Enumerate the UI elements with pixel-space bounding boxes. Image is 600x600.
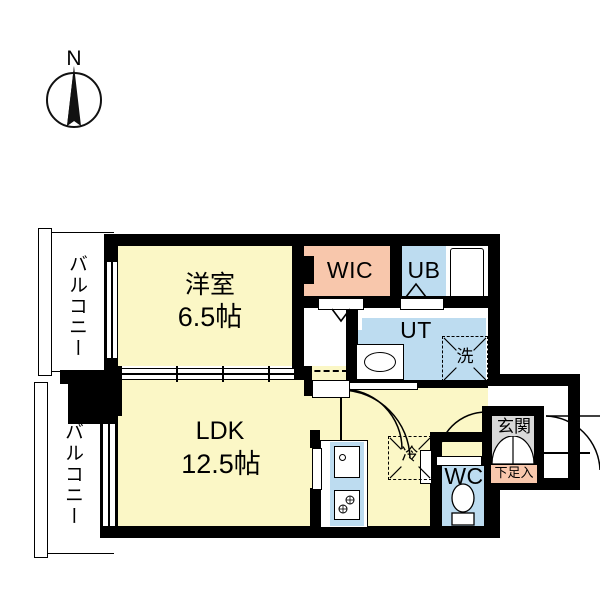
ut-label: UT	[400, 317, 432, 343]
partition-mullion-2	[222, 366, 224, 382]
balcony-north-floor	[52, 232, 114, 372]
interior-wall-genkan-right	[534, 406, 544, 490]
genkan-step-icon	[492, 436, 534, 464]
interior-wall-ldk-topleft	[100, 380, 122, 416]
bedroom-balcony-window[interactable]	[106, 262, 118, 358]
wc-label: WC	[444, 463, 484, 489]
compass-north-label: N	[66, 47, 82, 70]
exterior-wall-top	[104, 234, 500, 246]
balcony-north-rail	[38, 228, 52, 376]
interior-wall-genkan-top	[482, 406, 544, 416]
partition-mullion-1	[176, 366, 178, 382]
washer-label: 洗	[456, 347, 474, 366]
room-ldk	[118, 372, 318, 526]
ldk-niche-panel	[312, 448, 322, 490]
ut-door-leaf[interactable]	[338, 386, 414, 462]
kitchen-stove	[334, 490, 360, 520]
washbasin-bowl-icon	[364, 352, 396, 372]
hall-niche-panel	[312, 380, 350, 398]
washer-x-icon	[443, 337, 487, 381]
wc-door-panel[interactable]	[436, 456, 482, 466]
toilet-icon	[451, 483, 475, 526]
interior-wall-ut-left	[346, 308, 358, 386]
wic-door-panel[interactable]	[318, 298, 364, 310]
interior-wall-wic-ub	[390, 246, 402, 308]
ldk-size-label: 12.5帖	[181, 449, 261, 479]
wic-door-icon	[331, 308, 351, 323]
ut-door-hinge-line	[340, 386, 342, 450]
interior-wall-bedroom-bottom-left	[104, 366, 122, 380]
bedroom-sliding-partition[interactable]	[122, 368, 294, 380]
ldk-balcony-window[interactable]	[102, 424, 116, 526]
wic-jamb-nub	[304, 256, 314, 284]
bedroom-size-label: 6.5帖	[177, 302, 243, 332]
room-bedroom	[118, 246, 302, 366]
partition-dashed-extension	[296, 370, 348, 372]
washer-space	[442, 336, 488, 382]
shoebox-label: 下足入	[494, 465, 534, 480]
balcony-north-label: バルコニー	[66, 253, 87, 359]
ldk-name-label: LDK	[195, 417, 245, 445]
ub-label: UB	[407, 257, 441, 283]
interior-wall-bedroom-bottom-right	[292, 366, 312, 380]
ub-door-panel[interactable]	[400, 298, 444, 310]
exterior-wall-right-far	[568, 374, 580, 490]
balcony-south-rail	[34, 382, 48, 558]
ub-door-icon	[405, 282, 427, 298]
entrance-door-swing-arc[interactable]	[544, 414, 600, 472]
interior-wall-genkan-bottom	[482, 480, 544, 490]
kitchen-sink	[334, 446, 360, 478]
fridge-space	[388, 436, 432, 480]
wic-label: WIC	[326, 257, 374, 283]
kitchen-faucet-icon	[339, 454, 346, 461]
fridge-label: 冷	[401, 445, 419, 464]
exterior-wall-bottom	[100, 526, 500, 538]
bedroom-name-label: 洋室	[184, 271, 235, 299]
compass-rose: N	[40, 47, 128, 148]
interior-wall-genkan-left	[482, 406, 492, 440]
interior-wall-kitchen-left-upper	[310, 430, 320, 448]
wc-door-swing-arc[interactable]	[436, 410, 488, 462]
fridge-x-icon	[389, 437, 431, 479]
exterior-wall-right-jog	[488, 374, 580, 386]
stove-burners-icon	[338, 495, 355, 514]
fixture-bathtub	[450, 248, 484, 304]
genkan-label: 玄関	[497, 417, 531, 436]
exterior-wall-right-upper	[488, 234, 500, 386]
ut-door-swing-arc	[341, 389, 411, 459]
shoebox	[490, 464, 538, 484]
compass-needle-icon	[67, 66, 81, 126]
balcony-south-label: バルコニー	[62, 421, 83, 527]
partition-mullion-3	[268, 366, 270, 382]
interior-wall-fridge-top	[430, 432, 482, 442]
entrance-door-leaf[interactable]	[544, 452, 590, 454]
interior-wall-kitchen-left-lower	[310, 488, 322, 528]
